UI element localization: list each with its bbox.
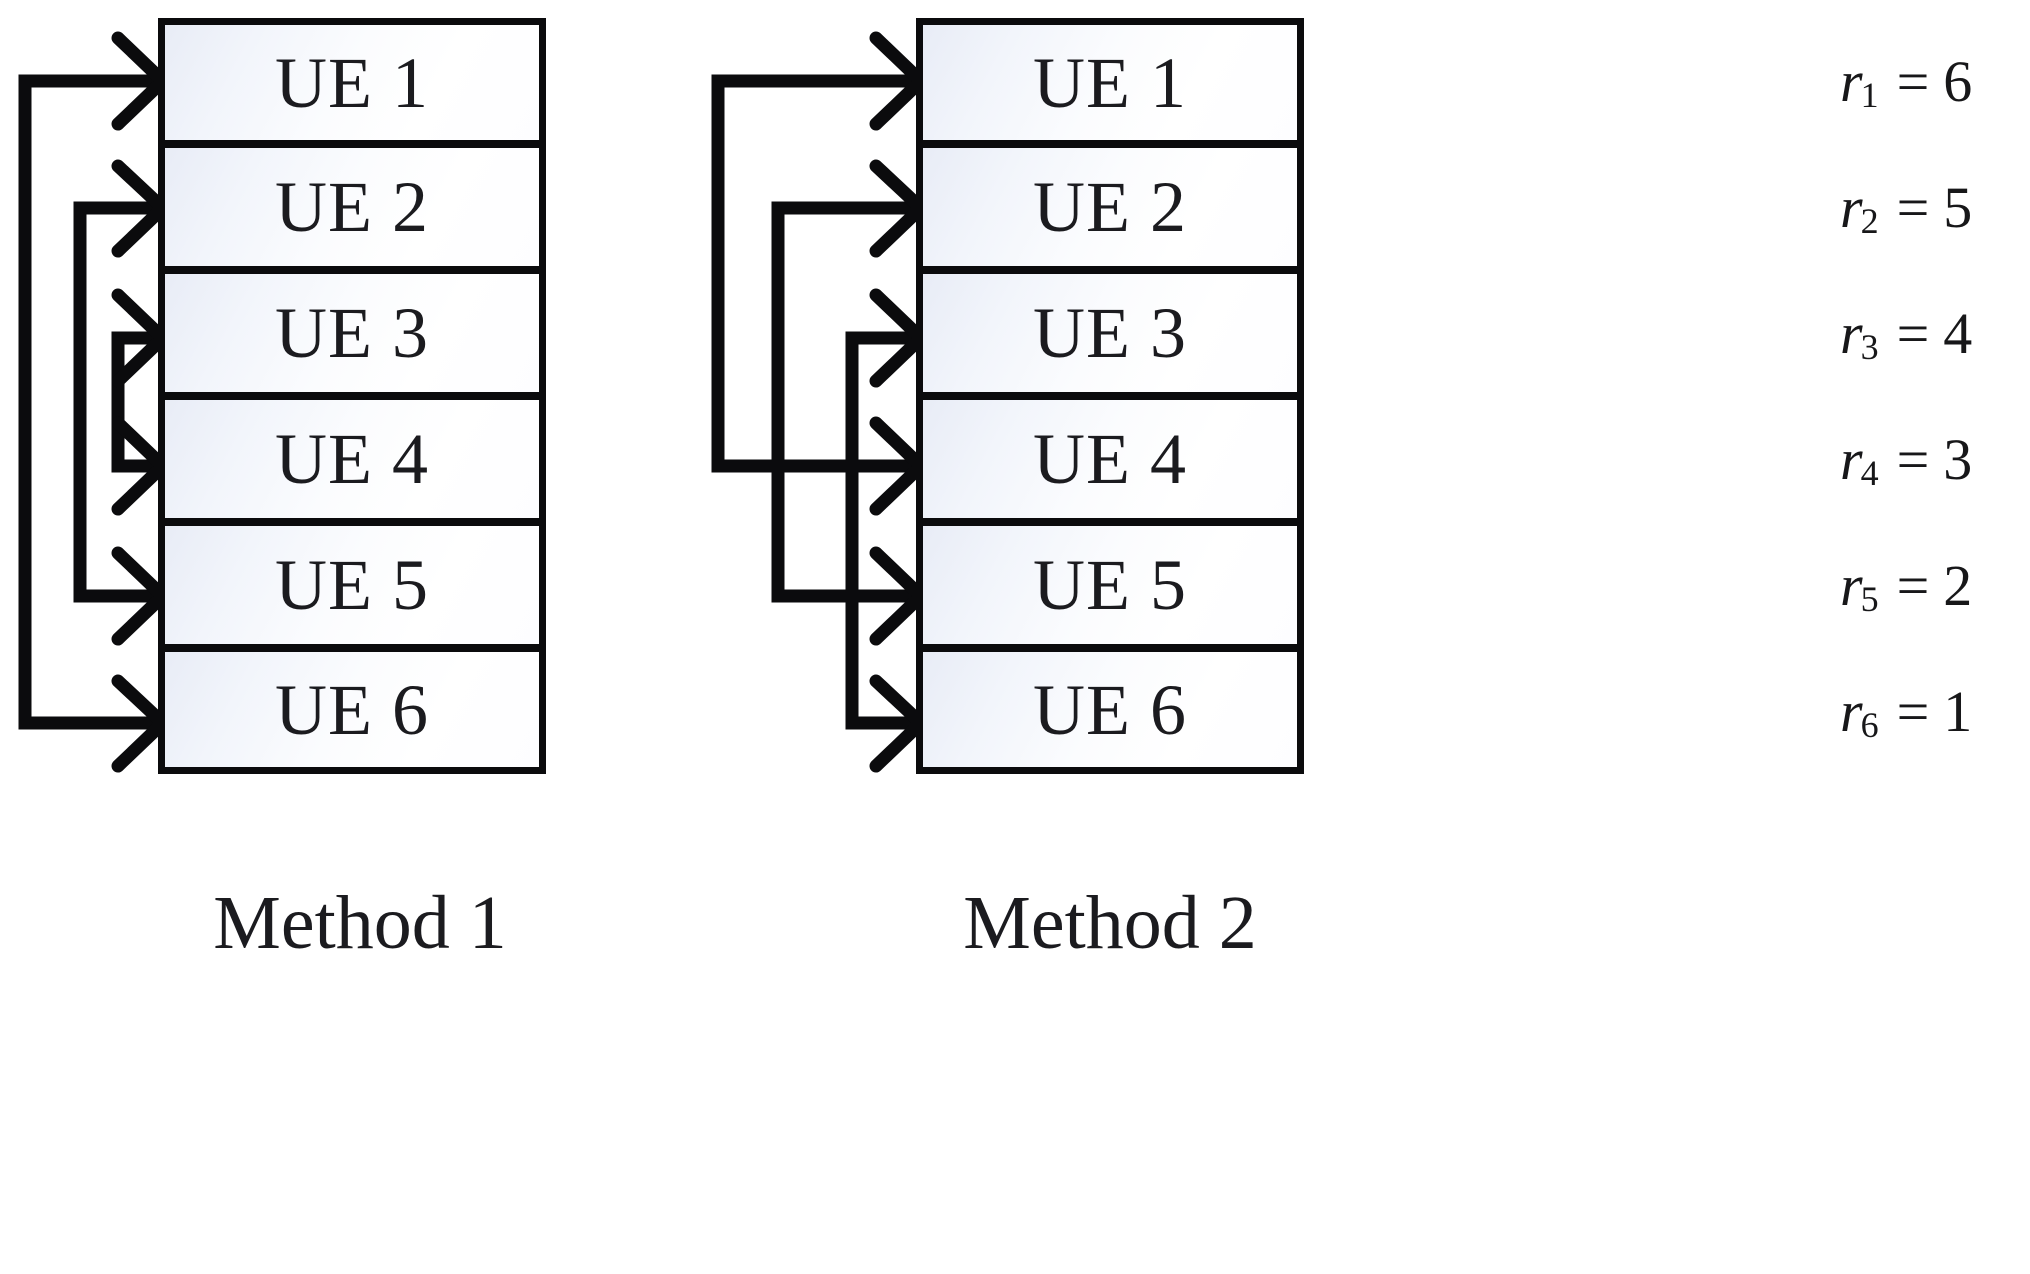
rate-value: 2 (1943, 552, 1973, 618)
ue-box[interactable]: UE 6 (916, 648, 1304, 774)
ue-box-label: UE 1 (1033, 42, 1187, 123)
m1-link-ue1-ue6 (18, 74, 158, 730)
rate-subscript: 1 (1860, 75, 1879, 115)
rate-subscript: 6 (1860, 705, 1879, 745)
rate-equals: = (1896, 300, 1930, 366)
ue-box[interactable]: UE 5 (158, 522, 546, 648)
ue-box[interactable]: UE 4 (916, 396, 1304, 522)
ue-box-label: UE 2 (1033, 167, 1187, 247)
method-2-ue-stack: UE 1 UE 2 UE 3 UE 4 UE 5 UE 6 (916, 18, 1304, 774)
rate-symbol: r (1840, 48, 1863, 114)
rate-value: 1 (1943, 678, 1973, 744)
rate-value: 3 (1943, 426, 1973, 492)
rate-subscript: 4 (1860, 453, 1879, 493)
ue-box-label: UE 4 (1033, 419, 1187, 499)
rate-equals: = (1896, 678, 1930, 744)
rate-symbol: r (1840, 678, 1863, 744)
ue-box-label: UE 6 (1033, 669, 1187, 750)
ue-box-label: UE 5 (275, 545, 429, 625)
rate-subscript: 3 (1860, 327, 1879, 367)
ue-box-label: UE 4 (275, 419, 429, 499)
ue-box-label: UE 3 (275, 293, 429, 373)
ue-box[interactable]: UE 3 (158, 270, 546, 396)
ue-box-label: UE 2 (275, 167, 429, 247)
method-1-ue-stack: UE 1 UE 2 UE 3 UE 4 UE 5 UE 6 (158, 18, 546, 774)
rate-symbol: r (1840, 300, 1863, 366)
m2-link-ue2-ue5 (771, 201, 916, 603)
rate-symbol: r (1840, 426, 1863, 492)
rate-symbol: r (1840, 552, 1863, 618)
ue-box[interactable]: UE 5 (916, 522, 1304, 648)
ue-box[interactable]: UE 2 (158, 144, 546, 270)
m1-arrowheads (111, 31, 173, 773)
rate-value: 5 (1943, 174, 1973, 240)
rate-equals: = (1896, 48, 1930, 114)
rate-subscript: 2 (1860, 201, 1879, 241)
ue-box[interactable]: UE 4 (158, 396, 546, 522)
rate-equals: = (1896, 174, 1930, 240)
rate-value: 6 (1943, 48, 1973, 114)
ue-box-label: UE 6 (275, 669, 429, 750)
m2-link-ue1-ue4 (711, 74, 916, 473)
m1-link-ue3-ue4 (111, 331, 158, 473)
method-2-caption: Method 2 (963, 881, 1257, 965)
rate-equals: = (1896, 552, 1930, 618)
rate-equals: = (1896, 426, 1930, 492)
m2-link-ue3-ue6 (845, 331, 916, 730)
ue-box-label: UE 3 (1033, 293, 1187, 373)
ue-box[interactable]: UE 6 (158, 648, 546, 774)
rate-value: 4 (1943, 300, 1973, 366)
rate-symbol: r (1840, 174, 1863, 240)
ue-box[interactable]: UE 2 (916, 144, 1304, 270)
ue-box-label: UE 5 (1033, 545, 1187, 625)
ue-box[interactable]: UE 1 (916, 18, 1304, 144)
m2-arrowheads (869, 31, 931, 773)
ue-box[interactable]: UE 3 (916, 270, 1304, 396)
ue-box[interactable]: UE 1 (158, 18, 546, 144)
ue-box-label: UE 1 (275, 42, 429, 123)
rate-subscript: 5 (1860, 579, 1879, 619)
m1-link-ue2-ue5 (73, 201, 158, 603)
method-1-caption: Method 1 (213, 881, 507, 965)
